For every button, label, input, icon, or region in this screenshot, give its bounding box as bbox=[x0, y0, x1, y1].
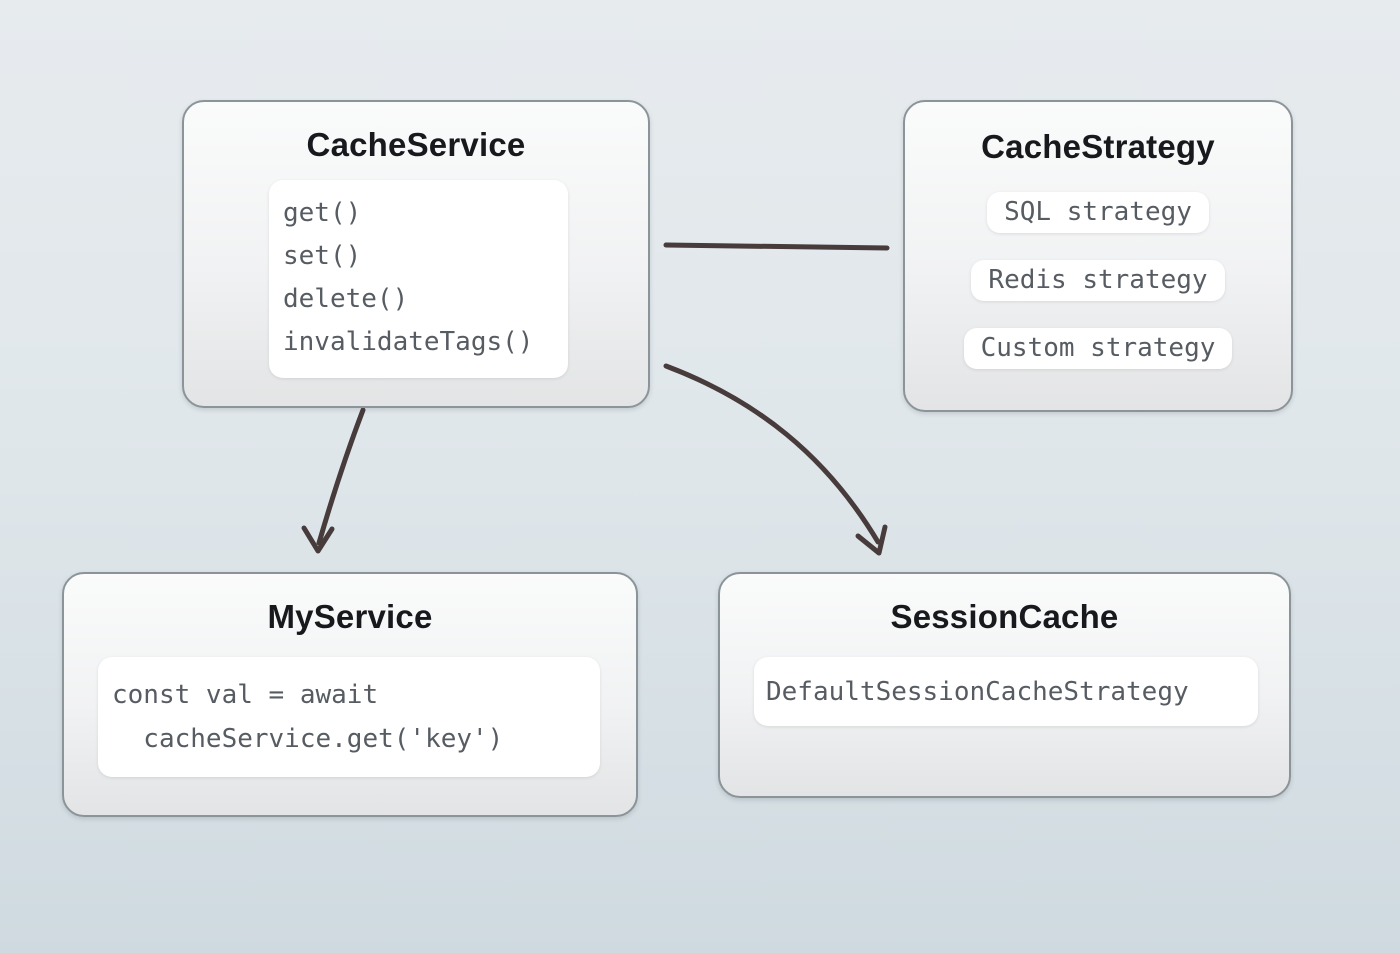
strategy-redis: Redis strategy bbox=[971, 260, 1225, 301]
strategy-row: SQL strategy bbox=[905, 192, 1291, 260]
code-line-default-strategy: DefaultSessionCacheStrategy bbox=[766, 676, 1189, 707]
node-sessioncache-title: SessionCache bbox=[890, 598, 1119, 635]
strategy-custom: Custom strategy bbox=[963, 328, 1233, 369]
code-line-const-await: const val = await bbox=[112, 680, 379, 710]
code-line-cacheservice-get: cacheService.get('key') bbox=[112, 724, 504, 754]
cacheservice-methods-panel: get() set() delete() invalidateTags() bbox=[269, 180, 568, 378]
node-cacheservice: CacheService get() set() delete() invali… bbox=[182, 100, 650, 408]
myservice-code-panel: const val = await cacheService.get('key'… bbox=[98, 657, 600, 777]
node-myservice-title: MyService bbox=[267, 598, 433, 635]
node-cachestrategy: CacheStrategy SQL strategy Redis strateg… bbox=[903, 100, 1293, 412]
method-get: get() bbox=[283, 198, 362, 228]
arrowhead-myservice-icon bbox=[301, 525, 335, 554]
method-delete: delete() bbox=[283, 284, 409, 314]
edge-cacheservice-sessioncache bbox=[663, 363, 881, 545]
edge-cacheservice-cachestrategy bbox=[663, 242, 890, 251]
node-cacheservice-title: CacheService bbox=[306, 126, 526, 163]
method-invalidatetags: invalidateTags() bbox=[283, 327, 534, 357]
strategy-row: Custom strategy bbox=[905, 328, 1291, 396]
sessioncache-code-panel: DefaultSessionCacheStrategy bbox=[754, 657, 1258, 726]
node-cachestrategy-title: CacheStrategy bbox=[981, 128, 1215, 165]
method-set: set() bbox=[283, 241, 362, 271]
edge-cacheservice-myservice bbox=[316, 407, 366, 546]
strategy-sql: SQL strategy bbox=[987, 192, 1209, 233]
node-sessioncache: SessionCache DefaultSessionCacheStrategy bbox=[718, 572, 1291, 798]
strategy-row: Redis strategy bbox=[905, 260, 1291, 328]
node-myservice: MyService const val = await cacheService… bbox=[62, 572, 638, 817]
arrowhead-sessioncache-icon bbox=[855, 524, 888, 556]
strategy-pill-stack: SQL strategy Redis strategy Custom strat… bbox=[905, 192, 1291, 396]
